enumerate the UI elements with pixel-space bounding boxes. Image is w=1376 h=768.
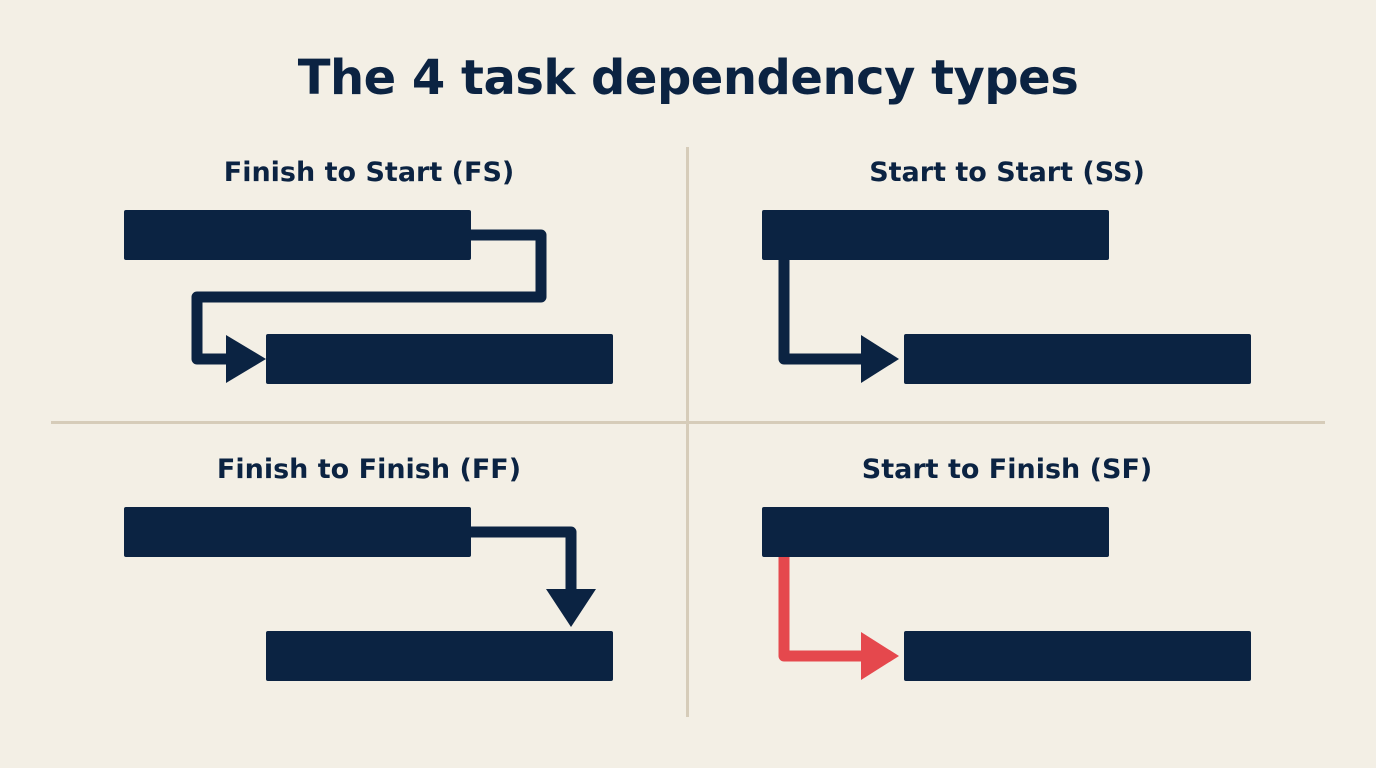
- sf-connector: [778, 557, 899, 680]
- ss-arrowhead: [861, 335, 899, 383]
- ff-arrowhead: [546, 589, 596, 627]
- ss-title: Start to Start (SS): [869, 157, 1145, 188]
- ff-connector: [471, 526, 596, 627]
- ff-predecessor-bar: [124, 507, 471, 557]
- ff-title: Finish to Finish (FF): [216, 454, 522, 485]
- sf-arrowhead: [861, 632, 899, 680]
- ff-successor-bar: [266, 631, 613, 681]
- fs-connector: [191, 229, 547, 383]
- horizontal-divider: [51, 421, 1325, 424]
- fs-title: Finish to Start (FS): [223, 157, 515, 188]
- ss-predecessor-bar: [762, 210, 1109, 260]
- ss-successor-bar: [904, 334, 1251, 384]
- sf-title: Start to Finish (SF): [861, 454, 1153, 485]
- sf-predecessor-bar: [762, 507, 1109, 557]
- fs-predecessor-bar: [124, 210, 471, 260]
- fs-arrowhead: [226, 335, 266, 383]
- page-title: The 4 task dependency types: [297, 50, 1079, 106]
- ss-connector: [778, 258, 899, 383]
- fs-successor-bar: [266, 334, 613, 384]
- vertical-divider: [686, 147, 689, 717]
- sf-successor-bar: [904, 631, 1251, 681]
